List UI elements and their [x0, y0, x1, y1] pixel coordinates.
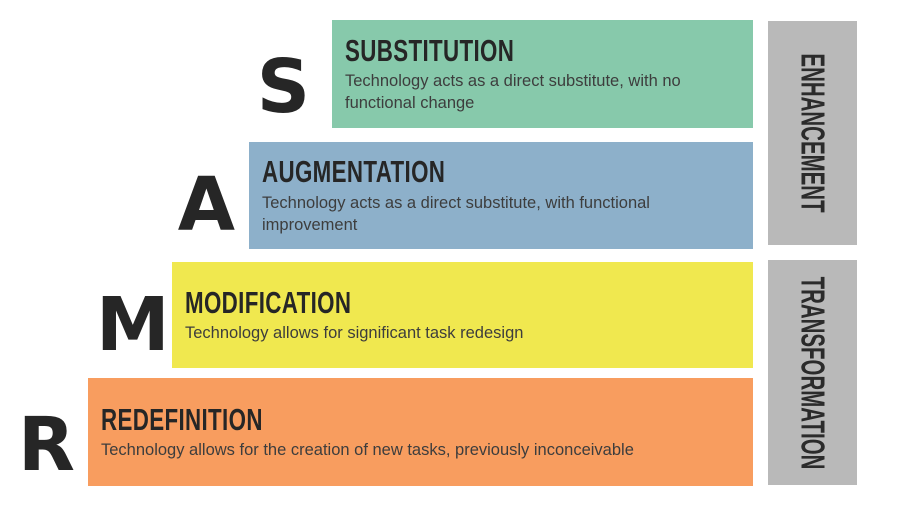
letter-redefinition: R: [18, 402, 75, 488]
letter-substitution: S: [256, 44, 310, 130]
modification-box: MODIFICATION Technology allows for signi…: [172, 262, 753, 368]
redefinition-heading: REDEFINITION: [101, 401, 263, 437]
modification-heading: MODIFICATION: [185, 284, 352, 320]
redefinition-box: REDEFINITION Technology allows for the c…: [88, 378, 753, 486]
substitution-box: SUBSTITUTION Technology acts as a direct…: [332, 20, 753, 128]
transformation-label: TRANSFORMATION: [794, 276, 832, 469]
enhancement-bar: ENHANCEMENT: [768, 21, 857, 245]
letter-modification: M: [96, 282, 170, 368]
letter-augmentation: A: [177, 162, 235, 248]
enhancement-label: ENHANCEMENT: [794, 53, 832, 213]
augmentation-heading: AUGMENTATION: [262, 154, 446, 190]
substitution-heading: SUBSTITUTION: [345, 32, 515, 68]
augmentation-description: Technology acts as a direct substitute, …: [262, 193, 650, 234]
redefinition-description: Technology allows for the creation of ne…: [101, 441, 634, 460]
modification-description: Technology allows for significant task r…: [185, 324, 524, 343]
transformation-bar: TRANSFORMATION: [768, 260, 857, 485]
augmentation-box: AUGMENTATION Technology acts as a direct…: [249, 142, 753, 249]
substitution-description: Technology acts as a direct substitute, …: [345, 72, 681, 113]
